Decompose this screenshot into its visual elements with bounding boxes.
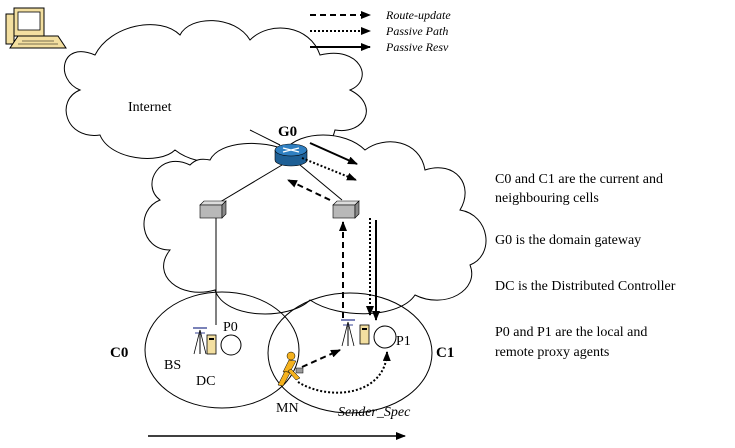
cell-c1 <box>267 292 433 414</box>
proxy-p1-label: P1 <box>396 334 411 349</box>
proxy-circle <box>373 325 397 349</box>
cell-c0-label: C0 <box>110 345 128 361</box>
route-update-arrow <box>287 179 331 201</box>
internet-cloud <box>64 20 367 164</box>
passive-resv-arrow <box>309 142 358 165</box>
link-gateway-left-switch <box>214 164 283 206</box>
antenna-icon <box>193 327 207 355</box>
description-controller: DC is the Distributed Controller <box>495 279 676 294</box>
switch-icon <box>332 200 360 219</box>
description-gateway: G0 is the domain gateway <box>495 233 641 248</box>
description-proxies-line2: remote proxy agents <box>495 345 609 360</box>
passive-path-arrow <box>297 351 391 394</box>
link-gateway-right-switch <box>299 164 343 201</box>
description-cells-line1: C0 and C1 are the current and <box>495 172 663 187</box>
cell-c1-label: C1 <box>436 345 454 361</box>
passive-path-arrow <box>301 157 357 181</box>
base-station-label: BS <box>164 358 181 373</box>
router-icon <box>274 143 308 167</box>
description-cells-line2: neighbouring cells <box>495 191 599 206</box>
legend-route-update-label: Route-update <box>385 8 451 22</box>
switch-icon <box>199 200 227 219</box>
domain-cloud <box>143 134 487 315</box>
cell-c0 <box>144 291 300 409</box>
mobile-node-label: MN <box>276 401 299 416</box>
computer-icon <box>5 7 67 49</box>
controller-icon <box>206 334 217 355</box>
internet-label: Internet <box>128 100 172 115</box>
controller-icon <box>359 324 370 345</box>
link-internet-gateway <box>249 129 281 146</box>
legend-passive-path-label: Passive Path <box>385 24 448 38</box>
description-proxies-line1: P0 and P1 are the local and <box>495 325 647 340</box>
proxy-circle <box>220 334 242 356</box>
route-update-arrow <box>301 349 341 368</box>
proxy-p0-label: P0 <box>223 320 238 335</box>
gateway-label: G0 <box>278 124 297 140</box>
sender-spec-label: Sender_Spec <box>338 405 411 420</box>
legend-passive-resv-label: Passive Resv <box>385 40 449 54</box>
legend: Route-update Passive Path Passive Resv <box>310 8 451 54</box>
controller-label: DC <box>196 374 215 389</box>
antenna-icon <box>341 319 355 347</box>
person-icon <box>277 351 304 387</box>
